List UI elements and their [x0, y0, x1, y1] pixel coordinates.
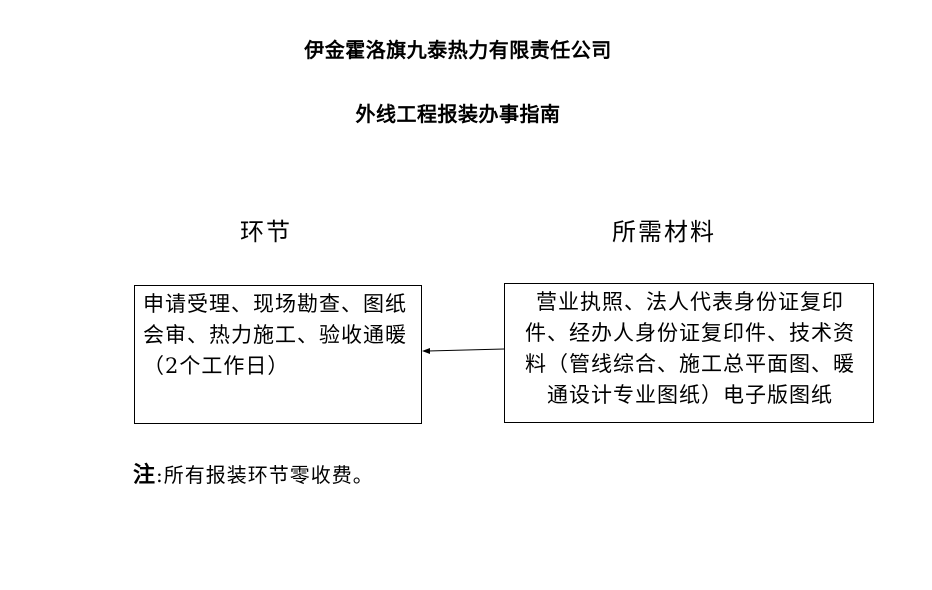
guide-title: 外线工程报装办事指南	[355, 102, 561, 126]
note-label: 注	[133, 462, 157, 488]
steps-text: 申请受理、现场勘查、图纸会审、热力施工、验收通暖（2个工作日）	[143, 292, 407, 378]
materials-heading: 所需材料	[612, 218, 716, 246]
materials-line: 料（管线综合、施工总平面图、暖	[525, 352, 855, 376]
steps-heading: 环节	[240, 218, 292, 246]
company-name: 伊金霍洛旗九泰热力有限责任公司	[304, 38, 612, 62]
flow-arrow	[422, 348, 505, 354]
materials-box: 营业执照、法人代表身份证复印 件、经办人身份证复印件、技术资 料（管线综合、施工…	[504, 283, 874, 423]
materials-line: 件、经办人身份证复印件、技术资	[525, 321, 855, 345]
fee-note: 注:所有报装环节零收费。	[133, 457, 374, 489]
note-text: :所有报装环节零收费。	[156, 463, 374, 487]
steps-box: 申请受理、现场勘查、图纸会审、热力施工、验收通暖（2个工作日）	[134, 285, 422, 424]
materials-line: 营业执照、法人代表身份证复印	[536, 290, 844, 314]
materials-line: 通设计专业图纸）电子版图纸	[547, 383, 833, 407]
